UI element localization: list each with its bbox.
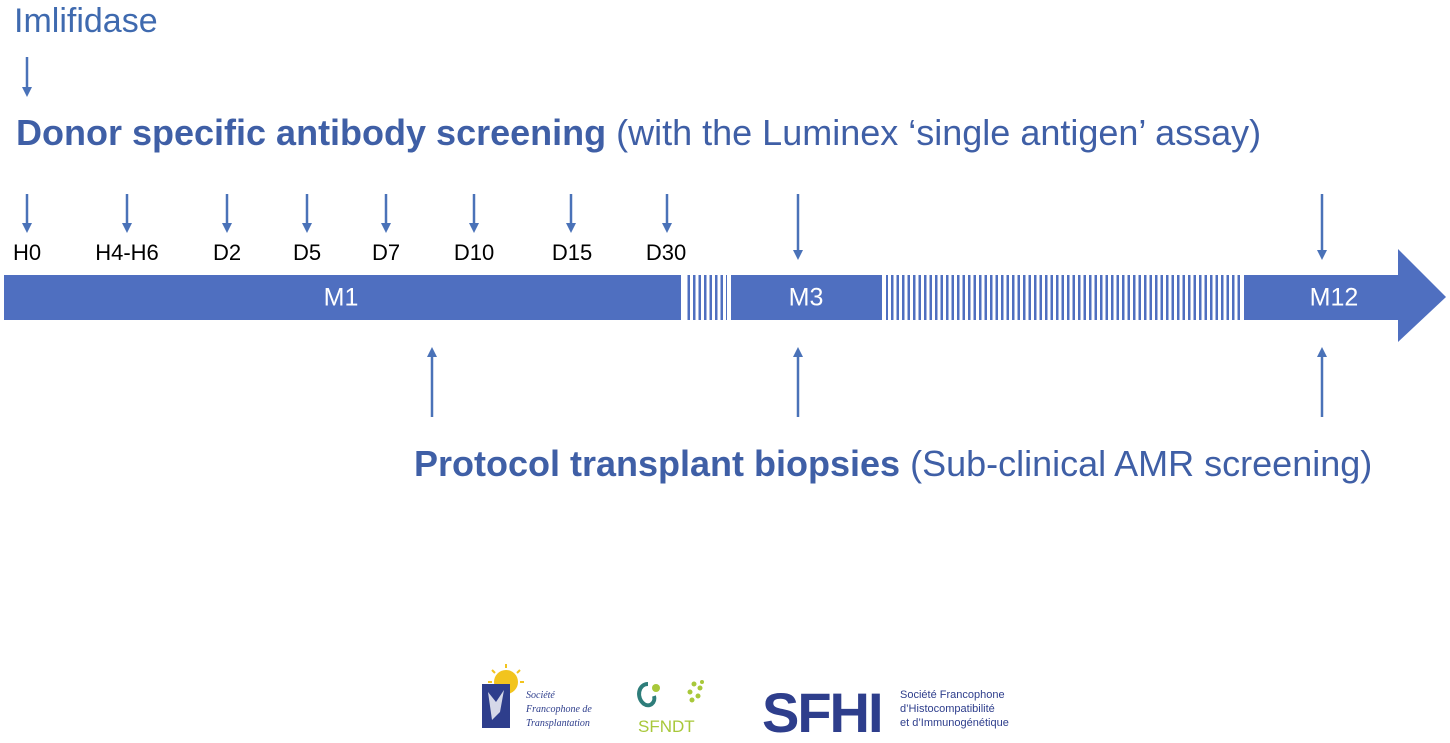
biopsy-note: (Sub-clinical AMR screening): [900, 443, 1373, 484]
dsa-screening-title: Donor specific antibody screening: [16, 112, 607, 153]
biopsy-heading: Protocol transplant biopsies (Sub-clinic…: [414, 443, 1372, 485]
sfhi-name-line2: d’Histocompatibilité: [900, 703, 995, 715]
society-logos: Société Francophone de Transplantation S…: [478, 662, 1018, 743]
sfhi-name-line1: Société Francophone: [900, 689, 1005, 701]
timepoint-label: D2: [212, 240, 242, 265]
sfhi-name-line3: et d’Immunogénétique: [900, 717, 1009, 729]
biopsy-title: Protocol transplant biopsies: [414, 443, 901, 484]
timepoint-label: H0: [12, 240, 42, 265]
segment-label-m12: M12: [1309, 283, 1359, 312]
sfndt-dots-icon: [687, 680, 704, 703]
timepoint-arrows: [22, 194, 1327, 260]
gap-stripes-1: [685, 275, 727, 320]
sfndt-label: SFNDT: [638, 717, 695, 736]
logos-svg: Société Francophone de Transplantation S…: [482, 664, 1009, 743]
dsa-screening-note: (with the Luminex ‘single antigen’ assay…: [606, 112, 1262, 153]
sfndt-logo: SFNDT: [637, 680, 704, 736]
m3-bar: [731, 275, 882, 320]
sfhi-logo: SFHI Société Francophone d’Histocompatib…: [762, 681, 1009, 743]
sfndt-kidney-icon: [637, 682, 657, 708]
sfhi-letters: SFHI: [762, 681, 882, 738]
timepoint-label: D10: [453, 240, 495, 265]
m12-arrow-bar: [1244, 249, 1446, 342]
gap-stripes-2: [886, 275, 1243, 320]
timepoint-label: D15: [551, 240, 593, 265]
sft-name-line1: Société: [526, 690, 555, 701]
sft-name-line2: Francophone de: [525, 704, 592, 715]
timepoint-label: D5: [292, 240, 322, 265]
timepoint-label: D7: [371, 240, 401, 265]
dsa-screening-heading: Donor specific antibody screening (with …: [16, 112, 1261, 154]
timepoint-label: D30: [645, 240, 687, 265]
timepoint-label: H4-H6: [95, 240, 159, 265]
sft-logo: Société Francophone de Transplantation: [482, 664, 592, 729]
imlifidase-label: Imlifidase: [14, 2, 158, 40]
sft-name-line3: Transplantation: [526, 718, 590, 729]
biopsy-arrows: [427, 347, 1327, 417]
segment-label-m3: M3: [788, 283, 824, 312]
m1-bar: [4, 275, 681, 320]
segment-label-m1: M1: [323, 283, 359, 312]
